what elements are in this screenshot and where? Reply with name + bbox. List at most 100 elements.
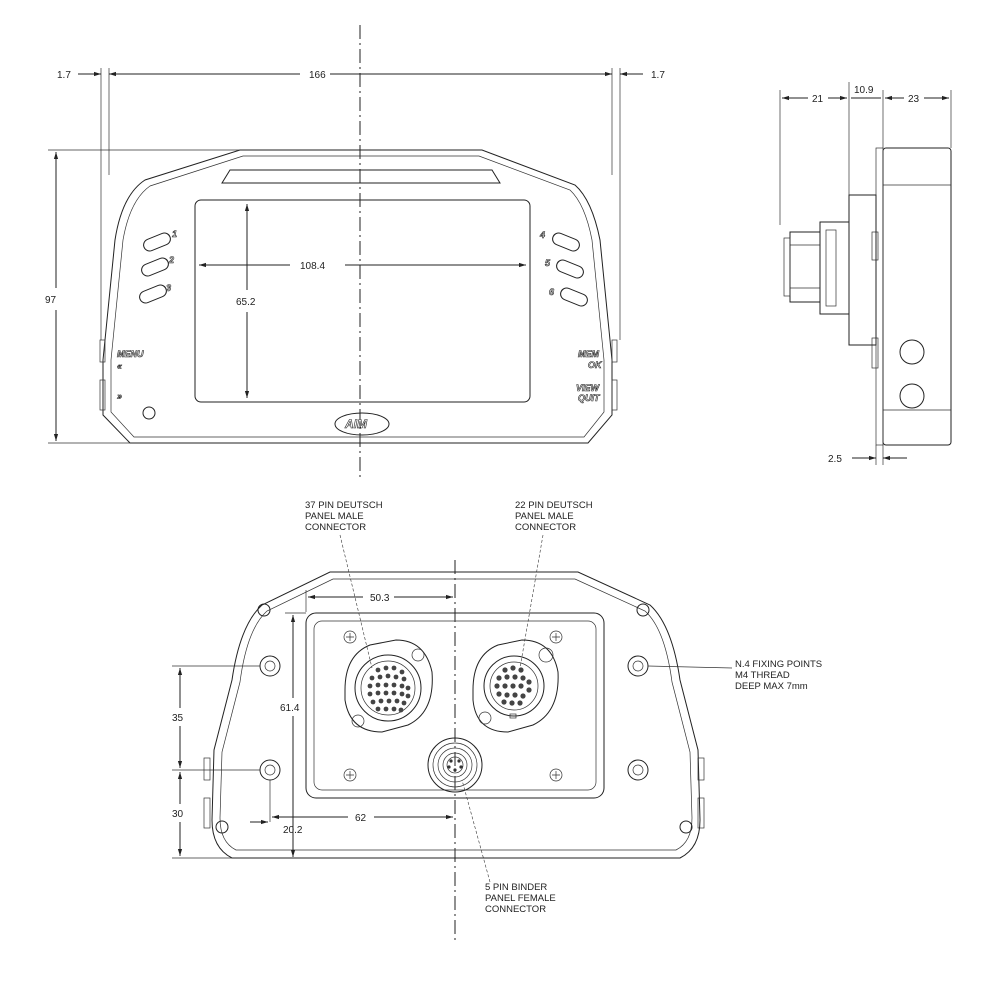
connector-37-pins bbox=[367, 665, 411, 713]
display-screen bbox=[194, 199, 531, 403]
rear-tab-left-1 bbox=[203, 757, 211, 781]
connector-22-key bbox=[509, 713, 517, 719]
logo-badge bbox=[334, 412, 390, 436]
panel-screw-br bbox=[549, 768, 563, 782]
leader-5 bbox=[461, 779, 491, 883]
menu-arrow-label: « bbox=[117, 361, 122, 371]
next-arrow-label: » bbox=[117, 391, 122, 401]
dim-flange: 10.9 bbox=[854, 85, 874, 96]
side-hole-2 bbox=[899, 383, 925, 409]
dim-screen-width: 108.4 bbox=[300, 261, 325, 272]
quit-label: QUIT bbox=[578, 393, 601, 403]
rear-tab-left-2 bbox=[203, 797, 211, 829]
fixing-point-tl bbox=[259, 655, 281, 677]
dim-offset-horizontal: 50.3 bbox=[370, 593, 390, 604]
dim-body-depth: 23 bbox=[908, 94, 920, 105]
panel-screw-bl bbox=[343, 768, 357, 782]
dim-margin-right: 1.7 bbox=[651, 70, 665, 81]
side-tab-right-1 bbox=[611, 339, 618, 363]
side-tab-left-1 bbox=[99, 339, 106, 363]
logo-text: AIM bbox=[344, 417, 368, 431]
rear-corner-hole-bl bbox=[215, 820, 229, 834]
rear-housing-inner bbox=[219, 578, 693, 851]
connector-22-pins bbox=[494, 665, 532, 706]
side-tab-2 bbox=[871, 337, 879, 369]
callout-37-line2: PANEL MALE bbox=[305, 511, 364, 522]
side-view: 21 10.9 23 2.5 bbox=[779, 82, 952, 465]
callout-37-line1: 37 PIN DEUTSCH bbox=[305, 500, 383, 511]
mem-label: MEM bbox=[578, 349, 600, 359]
ok-label: OK bbox=[588, 360, 603, 370]
side-hole-1 bbox=[899, 339, 925, 365]
fixing-point-bl bbox=[259, 759, 281, 781]
button-number-6: 6 bbox=[549, 287, 555, 297]
side-connector-body bbox=[819, 221, 850, 315]
callout-22-line3: CONNECTOR bbox=[515, 522, 576, 533]
led-button-6 bbox=[560, 287, 588, 307]
led-button-2 bbox=[141, 257, 169, 277]
shift-light-bar bbox=[221, 169, 501, 184]
rear-tab-right-2 bbox=[697, 797, 705, 829]
panel-screw-tr bbox=[549, 630, 563, 644]
button-number-3: 3 bbox=[166, 283, 171, 293]
side-connector-plug bbox=[789, 231, 821, 303]
button-number-2: 2 bbox=[168, 255, 174, 265]
rear-housing bbox=[211, 571, 701, 859]
side-tab-right-2 bbox=[611, 379, 618, 411]
side-tab-left-2 bbox=[99, 379, 106, 411]
callout-fixing-line2: M4 THREAD bbox=[735, 670, 790, 681]
leader-fixing bbox=[647, 665, 733, 669]
dim-hole-spacing-lower: 30 bbox=[172, 809, 184, 820]
rear-tab-right-1 bbox=[697, 757, 705, 781]
callout-5-line1: 5 PIN BINDER bbox=[485, 882, 547, 893]
connector-5-pin bbox=[427, 737, 483, 793]
led-button-3 bbox=[139, 284, 167, 304]
led-button-5 bbox=[556, 259, 584, 279]
dim-margin-left: 1.7 bbox=[57, 70, 71, 81]
side-body bbox=[882, 147, 952, 446]
rear-connector-panel bbox=[305, 612, 605, 799]
dim-offset-62: 62 bbox=[355, 813, 367, 824]
callout-22-line2: PANEL MALE bbox=[515, 511, 574, 522]
side-bezel bbox=[875, 147, 884, 446]
dim-panel-height: 61.4 bbox=[280, 703, 300, 714]
button-number-5: 5 bbox=[545, 258, 551, 268]
side-tab-1 bbox=[871, 231, 879, 261]
callout-5-line3: CONNECTOR bbox=[485, 904, 546, 915]
rear-connector-panel-inner bbox=[313, 620, 597, 791]
leader-22 bbox=[519, 534, 544, 669]
button-number-1: 1 bbox=[172, 229, 177, 239]
rear-corner-hole-tr bbox=[636, 603, 650, 617]
fixing-point-tr bbox=[627, 655, 649, 677]
connector-22-pin bbox=[472, 639, 559, 733]
dim-connector-depth: 21 bbox=[812, 94, 824, 105]
rear-corner-hole-br bbox=[679, 820, 693, 834]
front-housing bbox=[102, 149, 613, 444]
view-label: VIEW bbox=[576, 383, 601, 393]
dim-hole-spacing-upper: 35 bbox=[172, 713, 184, 724]
front-housing-inner bbox=[110, 155, 605, 438]
side-connector-nut bbox=[825, 229, 837, 307]
callout-5-line2: PANEL FEMALE bbox=[485, 893, 556, 904]
led-button-1 bbox=[143, 232, 171, 252]
connector-37-pin bbox=[344, 639, 433, 733]
rear-corner-hole-tl bbox=[257, 603, 271, 617]
rear-view: 50.3 61.4 35 30 62 20.2 37 PIN DEUTSCH P… bbox=[172, 500, 822, 940]
panel-screw-tl bbox=[343, 630, 357, 644]
side-flange bbox=[848, 194, 877, 346]
side-connector-tip bbox=[783, 237, 791, 297]
callout-fixing-line3: DEEP MAX 7mm bbox=[735, 681, 808, 692]
front-view: 1 2 3 4 5 6 MENU « » MEM OK VIEW QUIT AI… bbox=[45, 25, 665, 480]
leader-37 bbox=[339, 534, 373, 669]
light-sensor bbox=[142, 406, 156, 420]
callout-37-line3: CONNECTOR bbox=[305, 522, 366, 533]
dim-overall-width: 166 bbox=[309, 70, 326, 81]
fixing-point-br bbox=[627, 759, 649, 781]
dim-offset-20: 20.2 bbox=[283, 825, 303, 836]
callout-fixing-line1: N.4 FIXING POINTS bbox=[735, 659, 822, 670]
menu-label: MENU bbox=[117, 349, 144, 359]
led-button-4 bbox=[552, 232, 580, 252]
button-number-4: 4 bbox=[539, 230, 545, 240]
dim-overall-height: 97 bbox=[45, 295, 57, 306]
